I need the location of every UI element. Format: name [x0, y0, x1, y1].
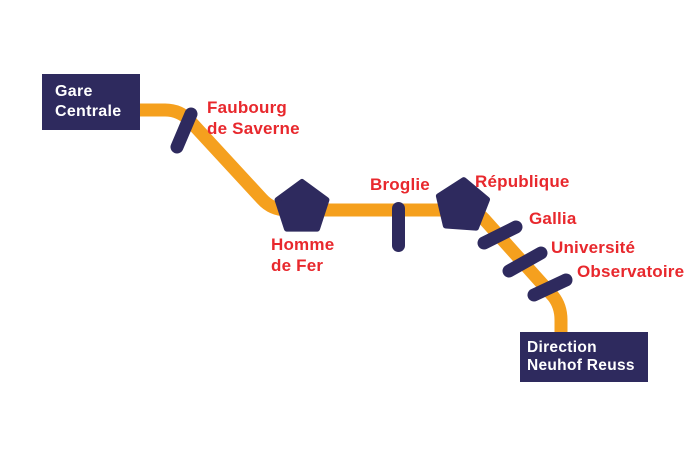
terminus-direction-neuhof-reuss: Direction Neuhof Reuss: [520, 332, 648, 382]
route-line: [140, 103, 568, 340]
station-label-broglie: Broglie: [370, 175, 430, 194]
terminus-label-line2: Neuhof Reuss: [527, 357, 635, 374]
terminus-label-line1: Direction: [527, 339, 597, 356]
terminus-gare-centrale: Gare Centrale: [42, 74, 140, 130]
station-marker-observatoire: [527, 273, 573, 302]
station-label-observatoire: Observatoire: [577, 262, 685, 281]
station-marker-homme-de-fer: [274, 179, 330, 232]
terminus-label-line1: Gare: [55, 83, 93, 100]
station-marker-universite: [502, 246, 548, 278]
station-label-homme-de-fer: Homme de Fer: [271, 235, 335, 275]
station-label-faubourg-de-saverne: Faubourg de Saverne: [207, 98, 300, 138]
station-label-gallia: Gallia: [529, 209, 577, 228]
station-marker-faubourg-de-saverne: [170, 107, 198, 154]
station-marker-gallia: [477, 220, 523, 250]
station-label-republique: République: [475, 172, 570, 191]
station-marker-republique: [435, 177, 490, 231]
station-label-universite: Université: [551, 238, 636, 257]
terminus-label-line2: Centrale: [55, 103, 122, 120]
